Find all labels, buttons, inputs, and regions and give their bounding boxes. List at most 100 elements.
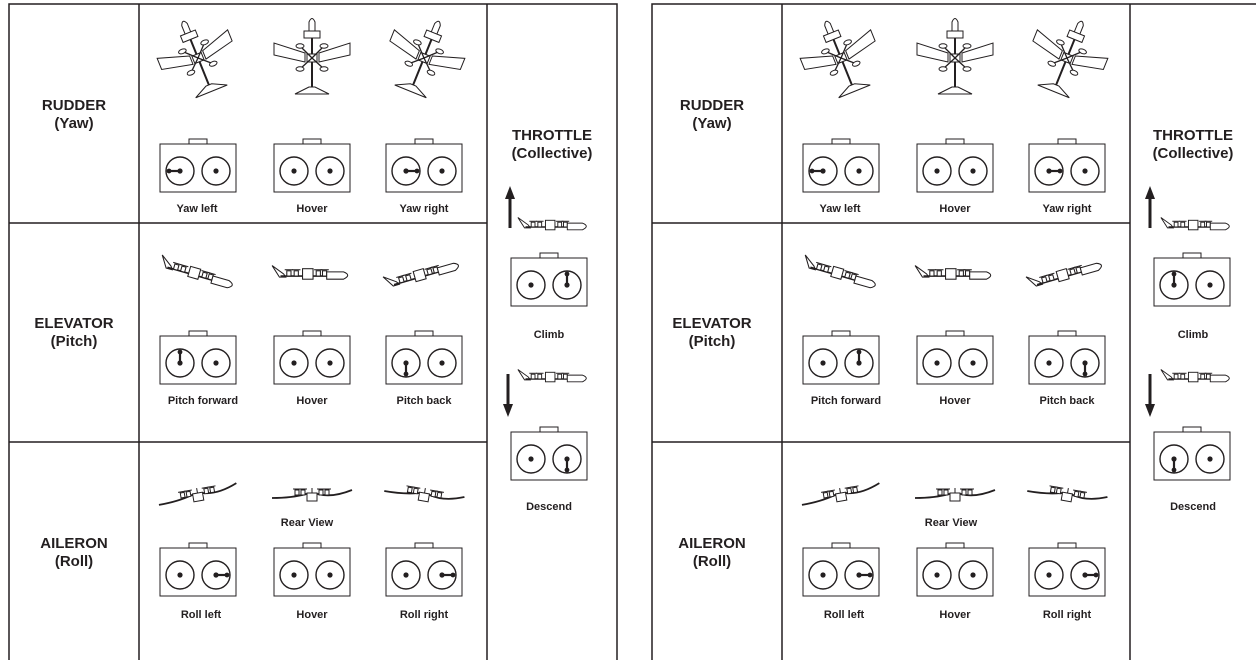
transmitter-icon xyxy=(802,330,880,385)
arrow-down-icon xyxy=(503,374,513,417)
transmitter-icon xyxy=(273,138,351,193)
aircraft-side-view-icon xyxy=(914,265,992,280)
grid-lines xyxy=(8,3,618,665)
throttle-label: THROTTLE xyxy=(512,127,592,144)
transmitter-icon xyxy=(802,138,880,193)
descend-caption: Descend xyxy=(526,501,572,513)
stick-center-icon xyxy=(1171,282,1177,288)
stick-tip-icon xyxy=(403,371,409,377)
aileron-label: AILERON xyxy=(678,535,746,552)
stick-center-icon xyxy=(970,572,976,578)
transmitter-icon xyxy=(273,542,351,597)
stick-tip-icon xyxy=(809,168,815,174)
stick-center-icon xyxy=(1171,456,1177,462)
aileron-sublabel: (Roll) xyxy=(693,553,731,570)
transmitter-icon xyxy=(159,138,237,193)
stick-tip-icon xyxy=(564,467,570,473)
descend-caption: Descend xyxy=(1170,501,1216,513)
rudder-sublabel: (Yaw) xyxy=(54,115,93,132)
stick-center-icon xyxy=(213,360,219,366)
transmitter-icon xyxy=(1153,252,1231,307)
rear-view-note: Rear View xyxy=(925,517,978,529)
stick-center-icon xyxy=(1082,572,1088,578)
mode-left-panel: RUDDER (Yaw) ELEVATOR (Pitch) AILERON (R… xyxy=(0,0,628,665)
transmitter-icon xyxy=(273,330,351,385)
stick-tip-icon xyxy=(166,168,172,174)
stick-center-icon xyxy=(934,168,940,174)
aileron-sublabel: (Roll) xyxy=(55,553,93,570)
aircraft-top-view-icon xyxy=(916,18,994,95)
aircraft-top-view-icon xyxy=(1032,20,1109,99)
aircraft-rear-view-icon xyxy=(1027,485,1108,503)
stick-center-icon xyxy=(970,168,976,174)
caption-roll-left: Roll left xyxy=(824,609,865,621)
caption-roll-right: Roll right xyxy=(1043,609,1092,621)
aircraft-and-transmitters xyxy=(799,18,1231,597)
stick-tip-icon xyxy=(856,349,862,355)
stick-center-icon xyxy=(403,168,409,174)
stick-center-icon xyxy=(327,572,333,578)
aircraft-side-view-icon xyxy=(161,254,233,289)
stick-tip-icon xyxy=(1171,467,1177,473)
stick-center-icon xyxy=(934,572,940,578)
stick-center-icon xyxy=(1046,572,1052,578)
stick-center-icon xyxy=(970,360,976,366)
stick-center-icon xyxy=(934,360,940,366)
transmitter-icon xyxy=(385,138,463,193)
mode-right-diagram: RUDDER (Yaw) ELEVATOR (Pitch) AILERON (R… xyxy=(651,3,1256,665)
stick-center-icon xyxy=(177,360,183,366)
transmitter-icon xyxy=(802,542,880,597)
throttle-sublabel: (Collective) xyxy=(1153,145,1234,162)
caption-hover: Hover xyxy=(939,609,971,621)
mode-right-panel: RUDDER (Yaw) ELEVATOR (Pitch) AILERON (R… xyxy=(628,0,1256,665)
stick-center-icon xyxy=(564,282,570,288)
stick-center-icon xyxy=(820,572,826,578)
transmitter-icon xyxy=(1028,138,1106,193)
stick-tip-icon xyxy=(177,349,183,355)
stick-tip-icon xyxy=(564,271,570,277)
stick-center-icon xyxy=(439,572,445,578)
aircraft-rear-view-icon xyxy=(271,488,353,502)
caption-pitch-back: Pitch back xyxy=(396,395,452,407)
caption-hover: Hover xyxy=(939,203,971,215)
stick-tip-icon xyxy=(450,572,456,578)
stick-center-icon xyxy=(1046,360,1052,366)
transmitter-icon xyxy=(385,330,463,385)
throttle-label: THROTTLE xyxy=(1153,127,1233,144)
caption-pitch-forward: Pitch forward xyxy=(811,395,881,407)
arrow-down-icon xyxy=(1145,374,1155,417)
rudder-sublabel: (Yaw) xyxy=(692,115,731,132)
aircraft-rear-view-icon xyxy=(384,485,465,503)
aircraft-side-view-icon xyxy=(517,217,587,231)
stick-center-icon xyxy=(291,168,297,174)
aircraft-top-view-icon xyxy=(389,20,466,99)
stick-tip-icon xyxy=(867,572,873,578)
stick-center-icon xyxy=(856,360,862,366)
aileron-label: AILERON xyxy=(40,535,108,552)
grid-lines xyxy=(651,3,1256,665)
caption-hover: Hover xyxy=(296,203,328,215)
transmitter-icon xyxy=(1028,330,1106,385)
rudder-label: RUDDER xyxy=(42,97,106,114)
transmitter-icon xyxy=(159,542,237,597)
aircraft-rear-view-icon xyxy=(158,482,237,506)
stick-tip-icon xyxy=(414,168,420,174)
stick-center-icon xyxy=(439,360,445,366)
aircraft-side-view-icon xyxy=(1160,217,1230,231)
elevator-sublabel: (Pitch) xyxy=(689,333,736,350)
stick-center-icon xyxy=(856,572,862,578)
aircraft-and-transmitters xyxy=(156,18,588,597)
stick-tip-icon xyxy=(1057,168,1063,174)
rear-view-note: Rear View xyxy=(281,517,334,529)
aircraft-side-view-icon xyxy=(517,369,587,383)
throttle-sublabel: (Collective) xyxy=(512,145,593,162)
aircraft-side-view-icon xyxy=(1025,262,1102,287)
arrow-up-icon xyxy=(1145,186,1155,228)
caption-hover: Hover xyxy=(939,395,971,407)
stick-center-icon xyxy=(177,572,183,578)
stick-center-icon xyxy=(1046,168,1052,174)
aircraft-side-view-icon xyxy=(271,265,349,280)
transmitter-icon xyxy=(916,330,994,385)
stick-center-icon xyxy=(1082,360,1088,366)
stick-center-icon xyxy=(820,360,826,366)
